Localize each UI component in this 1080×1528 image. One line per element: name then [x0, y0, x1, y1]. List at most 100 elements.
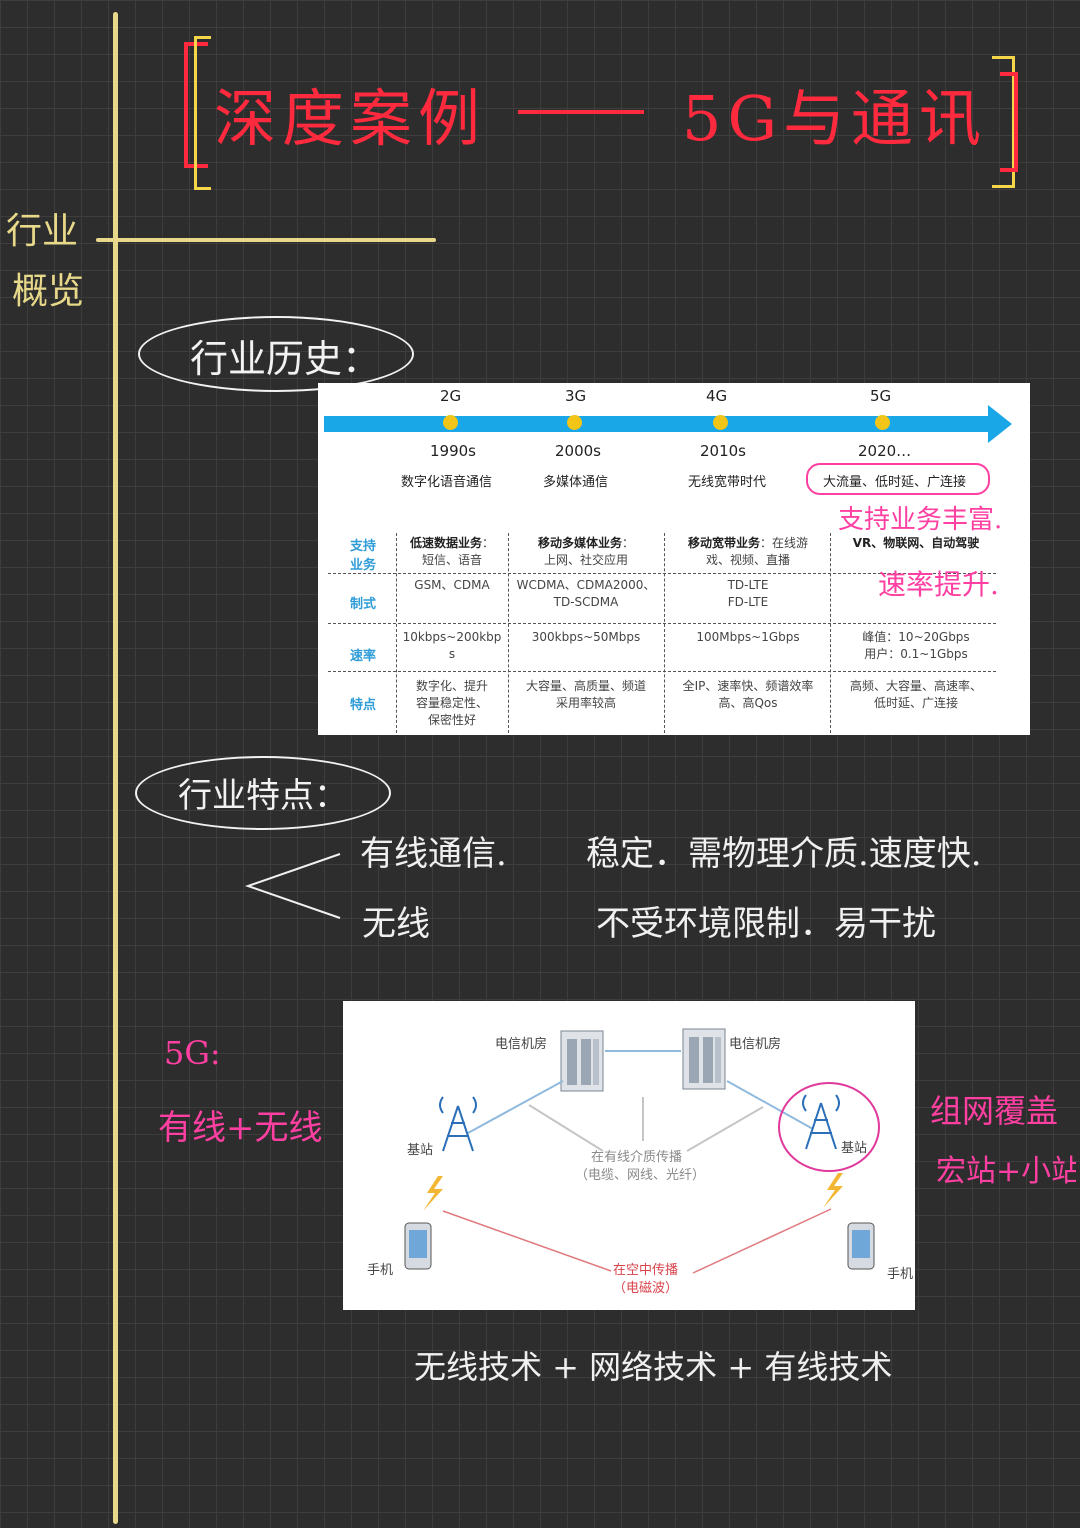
era-desc-5g: 大流量、低时延、广连接 [823, 475, 967, 490]
network-diagram [404, 1028, 880, 1274]
row-label-standard: 制式 [349, 597, 376, 612]
server-right-icon [682, 1028, 726, 1090]
wireless-label: 无线 [362, 904, 430, 944]
wired-arrow [686, 1106, 764, 1152]
phone-right-label: 手机 [887, 1267, 914, 1282]
wired-label: 有线通信. [360, 834, 507, 874]
server-to-tower-left [467, 1080, 564, 1134]
table-cell: GSM、CDMA [414, 578, 490, 592]
air-medium-sub: （电磁波） [613, 1281, 679, 1296]
features-oval [135, 756, 391, 830]
tower-left-icon [439, 1096, 477, 1152]
era-gen-5g: 5G [870, 387, 892, 405]
fiveg-wired-wireless: 有线+无线 [158, 1108, 323, 1148]
title-left: 深度案例 [214, 82, 487, 155]
era-gen-2g: 2G [440, 387, 462, 405]
table-cell: 低速数据业务： 短信、语音 [400, 535, 504, 569]
table-column-divider [396, 533, 397, 733]
tower-right-icon [802, 1094, 840, 1150]
table-cell: 300kbps~50Mbps [531, 630, 641, 644]
wired-medium-label: 在有线介质传播 [591, 1150, 683, 1165]
table-cell-bold: 低速数据业务 [409, 536, 482, 550]
era-year-4g: 2010s [700, 442, 746, 460]
era-desc-4g: 无线宽带时代 [688, 475, 767, 490]
branch-bracket-icon [244, 853, 341, 919]
era-year-2g: 1990s [430, 442, 476, 460]
lightning-right-icon [823, 1173, 843, 1208]
wired-medium-sub: （电缆、网线、光纤） [575, 1168, 706, 1183]
wireless-desc: 不受环境限制．易干扰 [596, 904, 936, 944]
title-left-bracket-yellow [194, 36, 211, 190]
history-oval [138, 316, 414, 392]
era-desc-5g-highlight [806, 463, 990, 495]
era-dot-3g [567, 415, 582, 430]
table-cell-text: VR、物联网、自动驾驶 [852, 536, 980, 550]
table-cell-bold: 移动多媒体业务 [537, 536, 622, 550]
table-cell: 100Mbps~1Gbps [696, 630, 800, 644]
note-network-coverage: 组网覆盖 [930, 1092, 1059, 1130]
room-left-label: 电信机房 [495, 1037, 548, 1052]
table-divider [328, 623, 996, 624]
table-divider [328, 573, 996, 574]
table-cell: 全IP、速率快、频谱效率 高、高Qos [682, 679, 814, 710]
air-arrow-left [442, 1210, 612, 1272]
station-left-label: 基站 [407, 1143, 434, 1158]
era-desc-3g: 多媒体通信 [543, 475, 609, 490]
era-dot-2g [443, 415, 458, 430]
table-cell: TD-LTE FD-LTE [727, 578, 769, 609]
tech-summary: 无线技术 + 网络技术 + 有线技术 [414, 1348, 893, 1386]
table-column-divider [508, 533, 509, 733]
table-cell: 10kbps~200kbp s [402, 630, 502, 661]
room-right-label: 电信机房 [729, 1037, 782, 1052]
table-cell: 大容量、高质量、频道 采用率较高 [525, 679, 646, 710]
note-speed-up: 速率提升. [878, 568, 999, 601]
timeline-arrow-icon [324, 405, 1012, 443]
server-left-icon [560, 1030, 604, 1092]
side-label-overview: 概览 [12, 271, 85, 312]
wired-arrow [528, 1104, 604, 1152]
wired-desc: 稳定．需物理介质.速度快. [586, 834, 982, 874]
era-year-3g: 2000s [555, 442, 601, 460]
phone-left-icon [404, 1222, 432, 1270]
phone-left-label: 手机 [367, 1263, 394, 1278]
row-label-services: 支持 业务 [349, 539, 376, 573]
title-dash [518, 110, 644, 114]
table-cell: 移动宽带业务：在线游 戏、视频、直播 [668, 535, 828, 569]
era-gen-3g: 3G [565, 387, 587, 405]
era-desc-2g: 数字化语音通信 [401, 475, 493, 490]
era-dot-4g [713, 415, 728, 430]
table-cell: WCDMA、CDMA2000、 TD-SCDMA [516, 578, 656, 609]
server-to-tower-right [726, 1080, 814, 1130]
history-oval-label: 行业历史： [190, 337, 381, 381]
table-column-divider [830, 533, 831, 733]
station-right-label: 基站 [841, 1141, 868, 1156]
timeline-vertical-line [113, 12, 118, 1524]
table-cell: VR、物联网、自动驾驶 [834, 535, 998, 552]
air-medium-label: 在空中传播 [613, 1263, 679, 1278]
table-cell: 峰值：10~20Gbps 用户：0.1~1Gbps [862, 630, 970, 661]
history-panel: 2G 3G 4G 5G 1990s 2000s 2010s 2020… 数字化语… [318, 383, 1030, 735]
section-underline [96, 238, 436, 242]
lightning-left-icon [423, 1176, 443, 1211]
features-oval-label: 行业特点： [178, 776, 348, 816]
station-highlight [778, 1082, 880, 1172]
title-right-bracket [992, 56, 1015, 188]
fiveg-label: 5G: [164, 1034, 221, 1072]
title-right: 5G与通讯 [682, 82, 987, 155]
note-services-rich: 支持业务丰富. [838, 505, 1003, 535]
row-label-features: 特点 [349, 698, 376, 713]
table-cell: 高频、大容量、高速率、 低时延、广连接 [849, 679, 982, 710]
table-cell-bold: 移动宽带业务 [687, 536, 760, 550]
air-arrow-right [692, 1208, 832, 1274]
title-right-bracket-red [1000, 72, 1018, 172]
note-macro-small-station: 宏站+小站 [936, 1154, 1076, 1189]
table-divider [328, 671, 996, 672]
row-label-speed: 速率 [349, 649, 376, 664]
side-label-industry: 行业 [6, 211, 79, 252]
era-gen-4g: 4G [706, 387, 728, 405]
table-cell-text: ： 上网、社交应用 [543, 536, 635, 567]
table-cell-text: ： 短信、语音 [421, 536, 495, 567]
table-column-divider [664, 533, 665, 733]
table-cell-text: ：在线游 戏、视频、直播 [705, 536, 809, 567]
era-dot-5g [875, 415, 890, 430]
